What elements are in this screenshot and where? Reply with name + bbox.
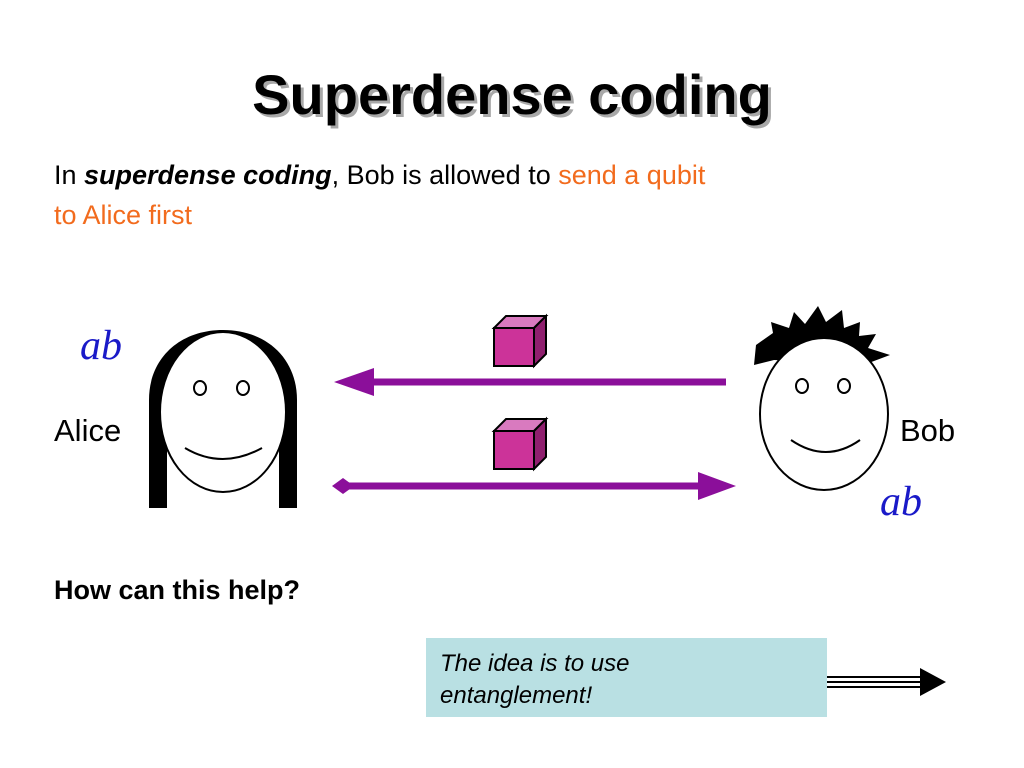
intro-middle: , Bob is allowed to: [331, 160, 559, 190]
alice-hair: [149, 330, 297, 508]
alice-face: [159, 331, 287, 493]
alice-mouth: [184, 447, 263, 460]
intro-text: In superdense coding, Bob is allowed to …: [54, 155, 914, 235]
alice-left-eye: [193, 380, 207, 396]
alice-figure: [149, 330, 297, 508]
bob-left-eye: [795, 378, 809, 394]
arrow-bob-to-alice: [334, 368, 726, 396]
bob-mouth: [790, 439, 861, 453]
alice-bits-label: ab: [80, 323, 122, 369]
intro-highlight-2: to Alice first: [54, 200, 193, 230]
alice-name-label: Alice: [54, 413, 122, 448]
qubit-cube-bottom: [491, 416, 549, 472]
bob-right-eye: [837, 378, 851, 394]
alice-right-eye: [236, 380, 250, 396]
idea-box: The idea is to use entanglement!: [426, 638, 827, 717]
question-text: How can this help?: [54, 575, 301, 605]
bob-figure: [754, 306, 890, 491]
intro-prefix: In: [54, 160, 85, 190]
bob-bits-label: ab: [880, 479, 922, 525]
idea-text: The idea is to use entanglement!: [440, 650, 630, 709]
qubit-cube-top: [491, 313, 549, 369]
slide-title: Superdense coding: [252, 63, 772, 126]
intro-emphasis: superdense coding: [84, 160, 332, 190]
bob-face: [759, 337, 889, 491]
intro-highlight-1: send a qubit: [558, 160, 706, 190]
bob-name-label: Bob: [900, 413, 956, 448]
arrow-alice-to-bob: [332, 472, 736, 500]
